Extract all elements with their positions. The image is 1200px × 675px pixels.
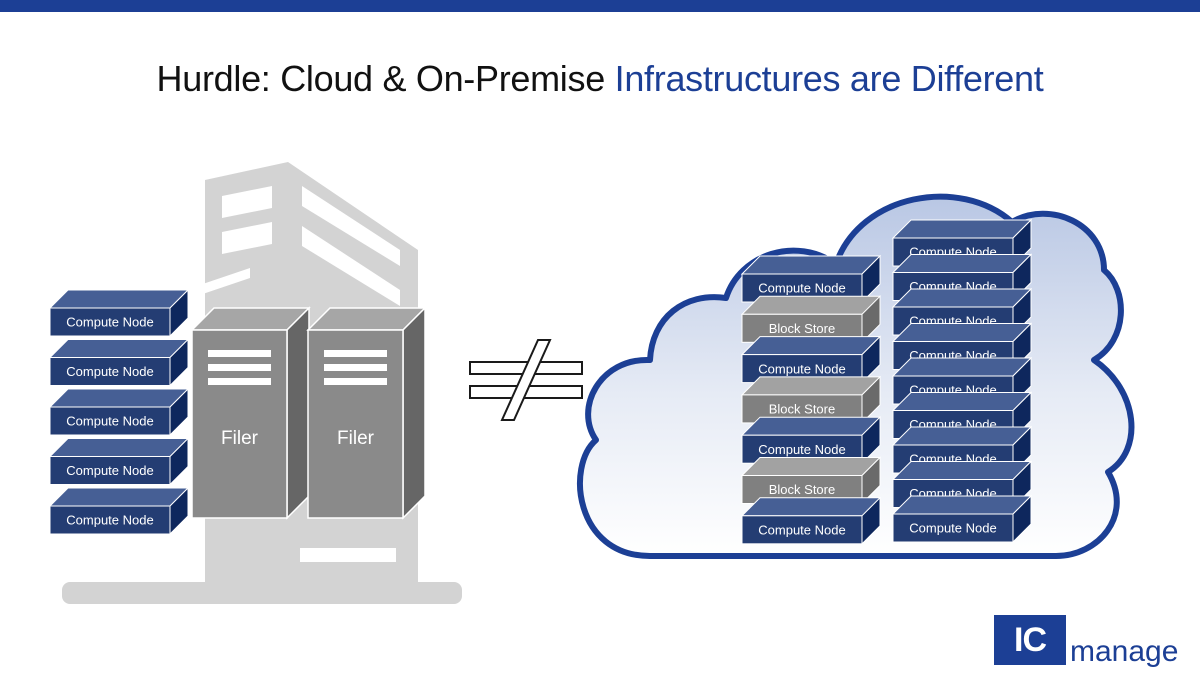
- cloud-right-compute-node-9-label: Compute Node: [909, 521, 996, 536]
- onprem-compute-node-1-label: Compute Node: [66, 315, 153, 330]
- cloud-compute-node-7-label: Compute Node: [758, 522, 845, 537]
- onprem-compute-node-2-label: Compute Node: [66, 364, 153, 379]
- onprem-compute-node-1: Compute Node: [48, 288, 190, 338]
- logo-mark-text: IC: [1014, 620, 1047, 659]
- filer-slot: [208, 350, 271, 357]
- logo-mark: IC: [994, 615, 1066, 665]
- filer-servers: Filer Filer: [190, 306, 427, 520]
- title-accent: Infrastructures are Different: [614, 58, 1044, 99]
- cloud-block-store-6: Block Store: [740, 456, 882, 505]
- logo-word: manage: [1070, 635, 1179, 668]
- title-prefix: Hurdle: Cloud & On-Premise: [156, 58, 606, 99]
- filer-slot: [324, 364, 387, 371]
- filer-slot: [208, 364, 271, 371]
- onprem-compute-node-5-label: Compute Node: [66, 513, 153, 528]
- cloud-block-store-2: Block Store: [740, 295, 882, 344]
- filer-slot: [324, 378, 387, 385]
- filer-label: Filer: [337, 428, 375, 449]
- cloud-block-store-2-label: Block Store: [769, 321, 835, 336]
- cloud-compute-node-1-label: Compute Node: [758, 281, 845, 296]
- ic-manage-logo: IC manage: [994, 615, 1194, 669]
- onprem-compute-node-4: Compute Node: [48, 437, 190, 486]
- cloud-compute-node-5: Compute Node: [740, 415, 882, 465]
- filer-label: Filer: [221, 428, 259, 449]
- building-windows: [120, 186, 400, 574]
- top-accent-bar: [0, 0, 1200, 12]
- cloud-compute-node-3: Compute Node: [740, 335, 882, 384]
- cloud-block-store-4: Block Store: [740, 375, 882, 425]
- onprem-compute-node-3: Compute Node: [48, 387, 190, 437]
- cloud-compute-node-5-label: Compute Node: [758, 442, 845, 457]
- onprem-compute-node-3-label: Compute Node: [66, 414, 153, 429]
- cloud-right-compute-node-9: Compute Node: [891, 494, 1033, 544]
- onprem-compute-node-4-label: Compute Node: [66, 463, 153, 478]
- not-equal-icon: [469, 339, 583, 421]
- cloud-compute-node-1: Compute Node: [740, 254, 882, 304]
- filer-1: Filer: [190, 306, 311, 520]
- filer-slot: [324, 350, 387, 357]
- onprem-compute-node-2: Compute Node: [48, 338, 190, 387]
- onprem-compute-node-5: Compute Node: [48, 486, 190, 536]
- cloud-compute-node-7: Compute Node: [740, 496, 882, 546]
- filer-slot: [208, 378, 271, 385]
- slide-title: Hurdle: Cloud & On-Premise Infrastructur…: [0, 58, 1200, 100]
- cloud-right-compute-node-1: Compute Node: [891, 218, 1033, 268]
- cloud-block-store-6-label: Block Store: [769, 482, 835, 497]
- cloud-block-store-4-label: Block Store: [769, 402, 835, 417]
- filer-2: Filer: [306, 306, 427, 520]
- cloud-compute-node-3-label: Compute Node: [758, 361, 845, 376]
